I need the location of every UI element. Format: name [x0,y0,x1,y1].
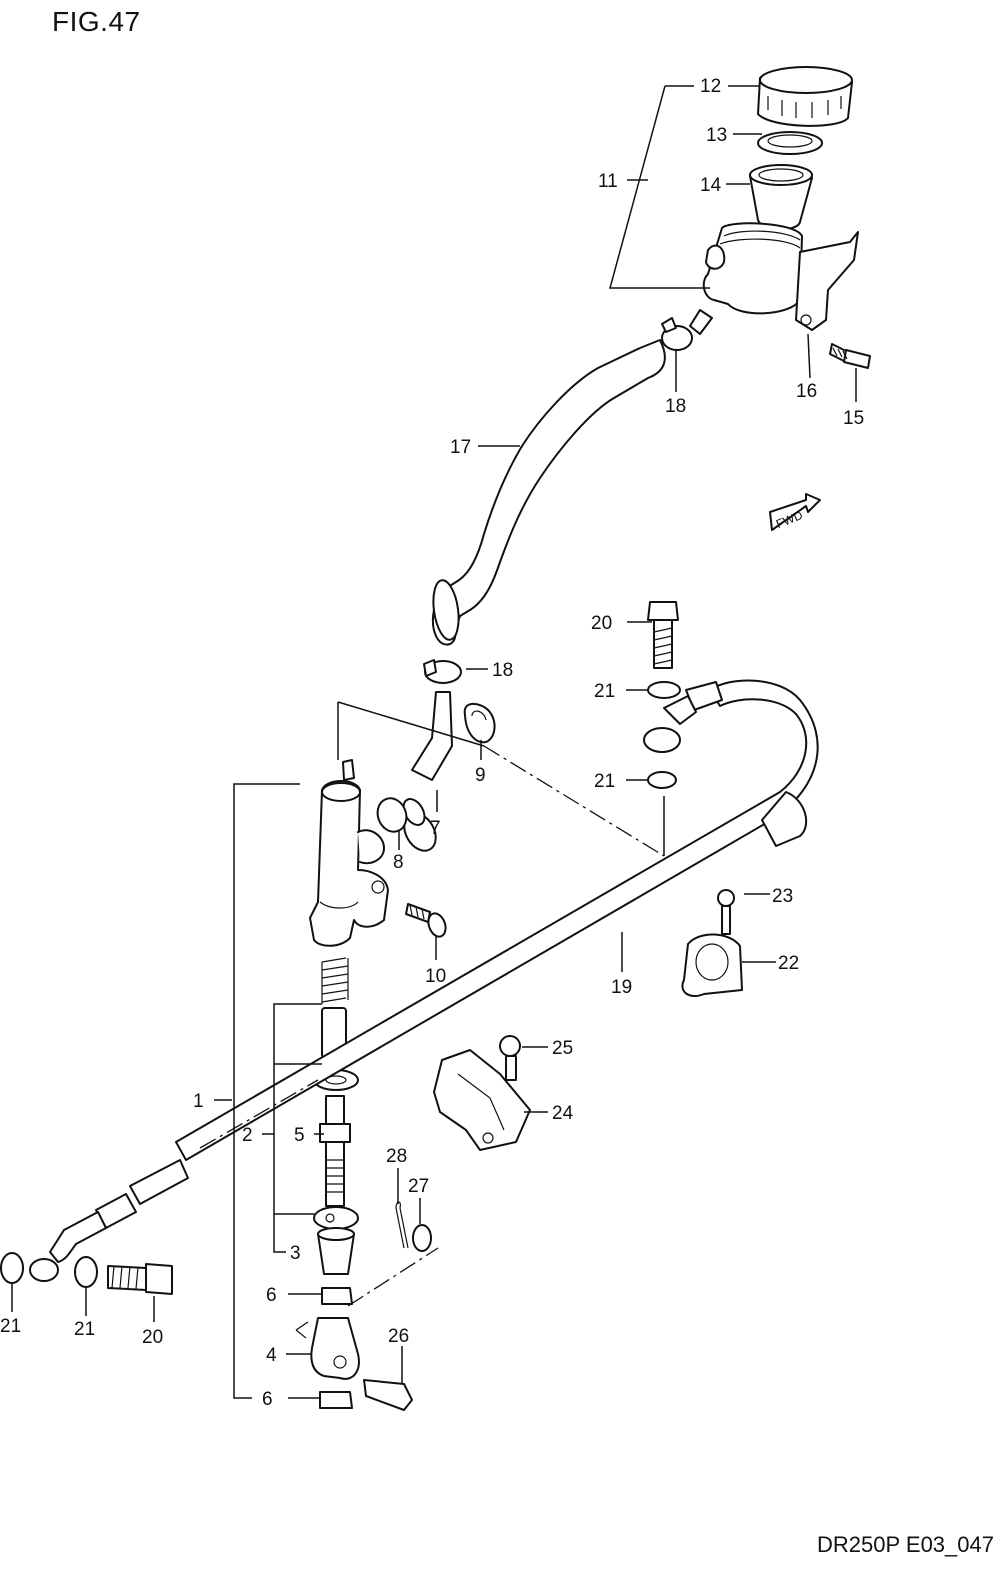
master-cylinder-inlet[interactable] [398,691,453,856]
inlet-o-ring[interactable] [373,794,411,836]
callout-1: 1 [193,1091,204,1112]
stopper-plate[interactable] [313,1206,359,1230]
banjo-bolt-upper[interactable] [647,601,679,669]
callout-27: 27 [408,1176,429,1197]
callout-4: 4 [266,1345,277,1366]
lock-nut-upper[interactable] [321,1287,353,1305]
callout-11: 11 [598,171,618,192]
callout-25: 25 [552,1038,573,1059]
callout-8: 8 [393,852,404,873]
reservoir-cap[interactable] [757,66,853,127]
figure-title: FIG.47 [52,6,141,37]
hose-clamp-screw[interactable] [499,1035,521,1081]
mounting-bolt[interactable] [405,903,449,939]
brake-hose[interactable] [29,679,819,1282]
callout-6: 6 [262,1389,273,1410]
diagram-code: DR250P E03_047 [817,1532,994,1557]
callout-21: 21 [74,1319,95,1340]
callout-23: 23 [772,886,793,907]
callout-24: 24 [552,1103,574,1124]
washer[interactable] [412,1224,432,1252]
callout-13: 13 [706,125,727,146]
callout-5: 5 [294,1125,305,1146]
callout-9: 9 [475,765,486,786]
callout-16: 16 [796,381,817,402]
hose-guide[interactable] [681,933,743,998]
callout-labels: 12 13 11 14 16 18 15 17 20 18 21 9 21 7 … [0,76,864,1410]
callout-17: 17 [450,437,471,458]
callout-21: 21 [0,1316,21,1337]
sealing-washer-3[interactable] [0,1252,24,1284]
callout-12: 12 [700,76,721,97]
callout-3: 3 [290,1243,301,1264]
callout-14: 14 [700,175,722,196]
callout-26: 26 [388,1326,409,1347]
callout-2: 2 [242,1125,253,1146]
reservoir-diaphragm[interactable] [749,164,813,231]
callout-6: 6 [266,1285,277,1306]
callout-10: 10 [425,966,446,987]
lock-nut-lower[interactable] [319,1391,353,1409]
dust-boot[interactable] [317,1227,355,1275]
hose-guide-screw[interactable] [717,889,735,935]
circlip[interactable] [463,702,496,744]
hose-clamp[interactable] [433,1049,531,1151]
callout-22: 22 [778,953,799,974]
joint-pin[interactable] [363,1379,413,1411]
master-cylinder-body[interactable] [309,759,389,947]
banjo-bolt-lower[interactable] [107,1263,173,1295]
leader-lines [11,85,857,1399]
forward-direction-arrow: FWD [769,493,821,531]
sealing-washer-4[interactable] [74,1256,98,1288]
hose-clamp-lower[interactable] [423,659,462,684]
reservoir-body[interactable] [689,222,859,335]
callout-20: 20 [142,1327,163,1348]
callout-19: 19 [611,977,632,998]
sealing-washer-1[interactable] [647,681,681,699]
reservoir-plate[interactable] [757,131,823,155]
reservoir-bolt[interactable] [829,343,871,369]
push-rod-joint[interactable] [295,1317,360,1380]
reservoir-hose[interactable] [430,339,666,646]
callout-28: 28 [386,1146,407,1167]
callout-18: 18 [492,660,513,681]
callout-15: 15 [843,408,864,429]
callout-21: 21 [594,771,615,792]
callout-20: 20 [591,613,612,634]
callout-21: 21 [594,681,615,702]
sealing-washer-2[interactable] [647,771,677,789]
spring[interactable] [321,957,349,1004]
callout-7: 7 [430,818,441,839]
cotter-pin[interactable] [395,1201,409,1249]
callout-18: 18 [665,396,686,417]
hose-clamp-upper[interactable] [661,317,693,351]
piston-rod[interactable] [319,1095,351,1207]
